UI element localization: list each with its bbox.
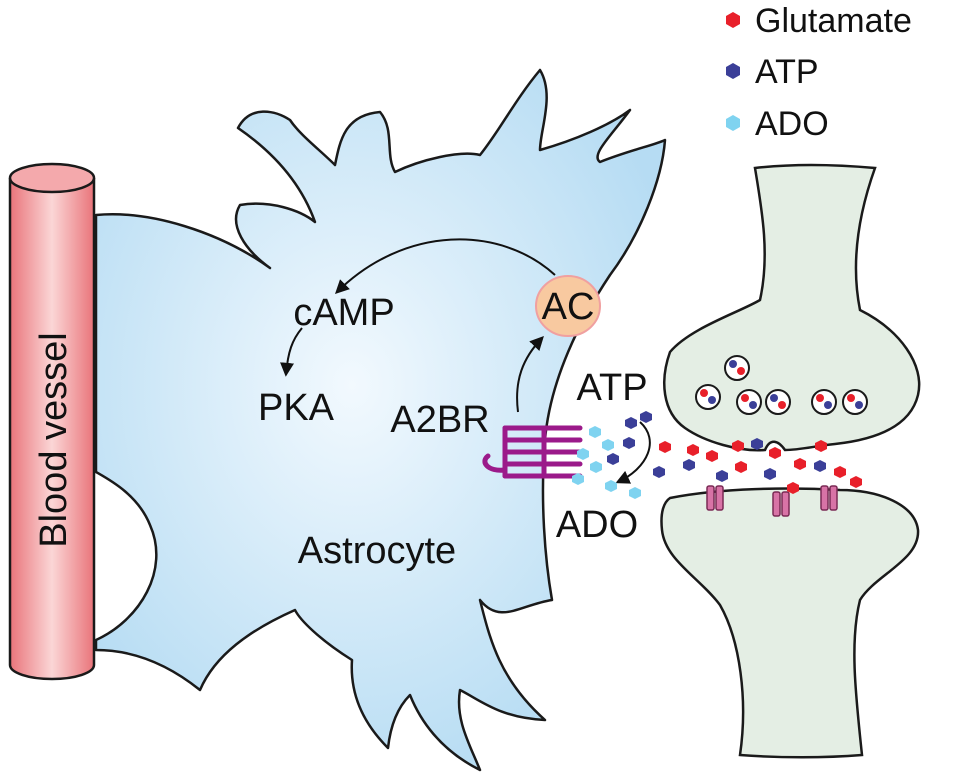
glutamate-molecule — [794, 458, 806, 470]
glutamate-molecule — [735, 461, 747, 473]
ac-enzyme: AC — [535, 275, 601, 337]
atp-molecule — [623, 437, 635, 449]
camp-label: cAMP — [293, 292, 394, 334]
vesicle-icon — [724, 355, 750, 381]
glutamate-molecule — [787, 482, 799, 494]
ado-molecule — [590, 461, 602, 473]
ac-label: AC — [542, 286, 595, 328]
molecule-dot-icon — [726, 12, 740, 28]
presynaptic-neuron — [663, 163, 921, 452]
ado-molecule — [602, 439, 614, 451]
extracellular-molecules — [572, 411, 862, 499]
atp-molecule — [640, 411, 652, 423]
glutamate-molecule — [834, 466, 846, 478]
legend-item-glutamate: Glutamate — [726, 2, 912, 40]
legend-item-ado: ADO — [726, 105, 829, 143]
receptor-icon — [772, 491, 790, 517]
glutamate-molecule — [659, 441, 671, 453]
atp-molecule — [751, 438, 763, 450]
molecule-dot-icon — [726, 63, 740, 79]
atp-label: ATP — [576, 367, 647, 409]
ado-molecule — [589, 426, 601, 438]
ado-molecule — [577, 448, 589, 460]
a2br-receptor — [482, 425, 583, 479]
glutamate-molecule — [732, 440, 744, 452]
arrow-icon — [615, 421, 651, 484]
atp-molecule — [607, 453, 619, 465]
atp-molecule — [814, 460, 826, 472]
vesicles — [695, 355, 868, 415]
legend-item-atp: ATP — [726, 53, 819, 91]
ado-label: ADO — [556, 504, 638, 546]
ado-molecule — [572, 473, 584, 485]
postsynaptic-receptors — [706, 485, 838, 517]
legend-label: Glutamate — [755, 2, 912, 40]
a2br-label: A2BR — [390, 399, 489, 441]
atp-molecule — [683, 459, 695, 471]
atp-molecule — [716, 470, 728, 482]
legend-label: ATP — [755, 53, 819, 91]
atp-molecule — [764, 468, 776, 480]
receptor-icon — [820, 485, 838, 511]
glutamate-molecule — [706, 450, 718, 462]
glutamate-molecule — [687, 444, 699, 456]
arrow-icon — [516, 335, 544, 413]
vesicle-icon — [765, 389, 791, 415]
glutamate-molecule — [769, 447, 781, 459]
vesicle-icon — [736, 389, 762, 415]
postsynaptic-neuron — [660, 487, 920, 759]
atp-molecule — [653, 466, 665, 478]
legend-label: ADO — [755, 105, 829, 143]
glutamate-molecule — [815, 440, 827, 452]
legend: Glutamate ATP ADO — [726, 2, 912, 143]
ado-molecule — [629, 487, 641, 499]
blood-vessel-label: Blood vessel — [33, 332, 75, 547]
arrow-icon — [335, 238, 556, 294]
molecule-dot-icon — [726, 115, 740, 131]
atp-molecule — [625, 417, 637, 429]
astrocyte — [94, 68, 667, 772]
astrocyte-label: Astrocyte — [298, 530, 456, 572]
receptor-icon — [706, 485, 724, 511]
glutamate-molecule — [850, 476, 862, 488]
arrow-icon — [280, 327, 303, 377]
vesicle-icon — [695, 384, 721, 410]
arrows — [280, 238, 651, 484]
ado-molecule — [605, 480, 617, 492]
blood-vessel: Blood vessel — [8, 162, 96, 681]
vesicle-icon — [842, 389, 868, 415]
pka-label: PKA — [258, 387, 335, 429]
vesicle-icon — [811, 389, 837, 415]
